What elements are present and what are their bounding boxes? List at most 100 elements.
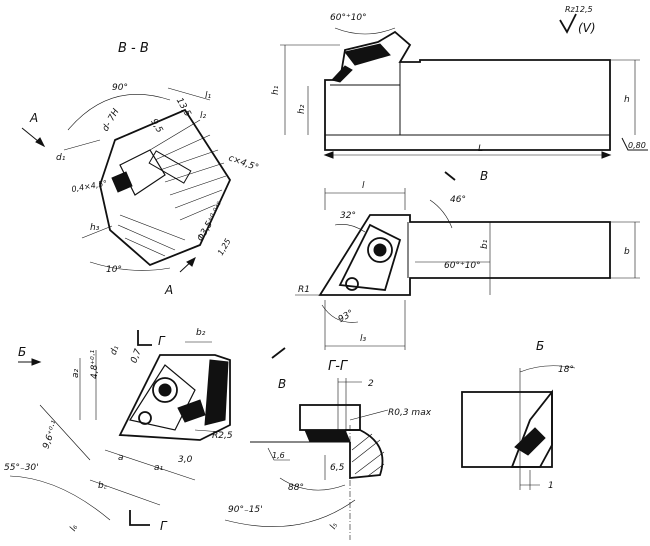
view-b-arrow <box>444 171 456 181</box>
view-b-right-insert <box>510 389 553 468</box>
gg-hatching <box>351 433 385 477</box>
dim-l5-label: l₅ <box>328 521 340 532</box>
dim-b2-label: b₂ <box>196 328 206 338</box>
holder-lower-outline <box>118 354 231 441</box>
view-g-bottom-label: Г <box>160 519 168 533</box>
insert-lower-edge <box>177 399 206 423</box>
rz-label: Rz12,5 <box>565 5 593 14</box>
view-a-bottom-label: А <box>164 283 173 297</box>
insert-lower-hole-outer <box>152 377 178 403</box>
angle-90-arc <box>67 94 171 131</box>
insert-hole-outer <box>367 237 393 263</box>
holder-lower-dark <box>204 359 229 426</box>
view-v-lower-arrow <box>271 347 286 359</box>
dim-l1-label: l₁ <box>205 91 212 101</box>
angle-60-plan-label: 60°⁺10° <box>444 261 481 271</box>
dim-d1-line <box>63 139 101 151</box>
angle-46-arc <box>429 199 453 229</box>
plan-view: l В 46° 32° b₁ b 60°⁺10° R1 93° l₃ <box>295 169 640 350</box>
view-a-arrowhead <box>35 137 46 148</box>
clamp-side <box>331 65 353 83</box>
dim-L-arrow-left <box>323 151 334 159</box>
view-b-left-arrowhead <box>31 358 42 366</box>
gg-insert <box>304 429 351 443</box>
angle-60-top-arc <box>334 27 396 35</box>
dim-h3-label: h₃ <box>90 223 100 233</box>
angle-90-15-arc <box>224 499 356 527</box>
insert-tip <box>111 171 133 193</box>
dim-1-label: 1 <box>548 481 554 491</box>
radius-r25-line <box>194 429 223 433</box>
clamp-screw <box>148 150 192 184</box>
dim-h2-label: h₂ <box>297 104 307 114</box>
angle-46-label: 46° <box>450 195 466 205</box>
angle-55-arc <box>9 475 111 521</box>
view-b-right-block <box>461 391 553 468</box>
angle-93-arc <box>321 304 359 323</box>
chamfer-label: c×4,5° <box>227 153 260 173</box>
gg-lower-body <box>345 429 384 479</box>
dim-l1-line <box>167 87 211 101</box>
dim-l6-label: l₆ <box>68 523 80 534</box>
side-view: 60°⁺10° Rz12,5 (V) h₁ h₂ h L 0,80 <box>271 5 648 159</box>
rough-080-symbol <box>621 137 648 151</box>
section-gg-title: Г-Г <box>328 359 349 374</box>
radius-r25-label: R2,5 <box>212 431 233 441</box>
dim-13-5-label: 13,5 <box>174 96 193 119</box>
dim-3-0-label: 3,0 <box>178 455 193 465</box>
dim-a2-label: a₂ <box>71 368 81 378</box>
view-b-right: Б 18° 1 <box>461 339 576 491</box>
insert-hole-inner <box>373 243 387 257</box>
dim-d1-label: d₁ <box>56 153 66 163</box>
angle-60-top-label: 60°⁺10° <box>330 13 367 23</box>
rough-1-6-symbol <box>267 447 290 461</box>
view-g-top-label: Г <box>158 334 166 348</box>
angle-90-label: 90° <box>112 83 128 93</box>
angle-32-arc <box>334 224 366 233</box>
angle-10-arc <box>89 261 171 271</box>
angle-18-arc <box>519 365 576 373</box>
dim-2-label: 2 <box>368 379 374 389</box>
view-a-bottom-arrowhead <box>186 256 196 267</box>
angle-18-label: 18° <box>558 365 574 375</box>
section-bb-view: В - В А 90° l₁ 13,5 l₂ 9,5 <box>21 41 260 297</box>
rough-125-label: 1,25 <box>216 237 233 257</box>
section-gg-view: В Г-Г 2 R0,3 max 1,6 6,5 88° 90°₋15' l₅ <box>224 347 432 540</box>
dim-l2-label: l₂ <box>200 111 207 121</box>
dim-L-label: L <box>478 144 483 154</box>
rough-1-6-label: 1,6 <box>272 451 285 460</box>
radius-r03-line <box>349 409 389 421</box>
dim-d1-lower-label: d₁ <box>109 344 122 357</box>
dim-bc-line <box>89 479 161 506</box>
view-b-left-label: Б <box>18 345 26 359</box>
angle-88-label: 88° <box>288 483 304 493</box>
dim-a-label: a <box>118 453 124 463</box>
dim-a-line <box>104 449 196 481</box>
dim-L-arrow-right <box>601 151 612 159</box>
insert-side <box>344 43 391 66</box>
view-b-right-label: Б <box>536 339 544 353</box>
dim-h3-line <box>81 225 113 239</box>
insert-plan-outline <box>338 223 402 291</box>
view-b-g: Б Г Г d₁ b₂ 4,8⁺⁰·¹ a₂ 0,7 9,6⁺⁰·¹ R2,5 … <box>4 328 233 533</box>
angle-32-label: 32° <box>340 211 356 221</box>
clamp-lower <box>138 411 152 425</box>
dim-9-6-label: 9,6⁺⁰·¹ <box>41 419 60 450</box>
dim-d7h-label: d- 7H <box>101 107 122 133</box>
dim-4-8-label: 4,8⁺⁰·¹ <box>90 349 100 379</box>
insert-lower <box>129 364 196 431</box>
holder-section-outline <box>99 108 232 267</box>
angle-90-15-label: 90°₋15' <box>228 505 263 515</box>
dim-l3-label: l₃ <box>360 334 367 344</box>
radius-r03-label: R0,3 max <box>388 408 432 418</box>
rough-080-label: 0,80 <box>628 141 646 150</box>
dim-l-label: l <box>362 181 365 191</box>
angle-55-label: 55°₋30' <box>4 463 39 473</box>
angle-10-label: 10° <box>106 265 122 275</box>
clamp-screw-plan <box>345 277 359 291</box>
dim-9-6-line <box>39 404 91 461</box>
dim-0-7-label: 0,7 <box>129 347 143 364</box>
dim-h1-label: h₁ <box>271 85 281 95</box>
view-v-lower-label: В <box>278 377 286 391</box>
